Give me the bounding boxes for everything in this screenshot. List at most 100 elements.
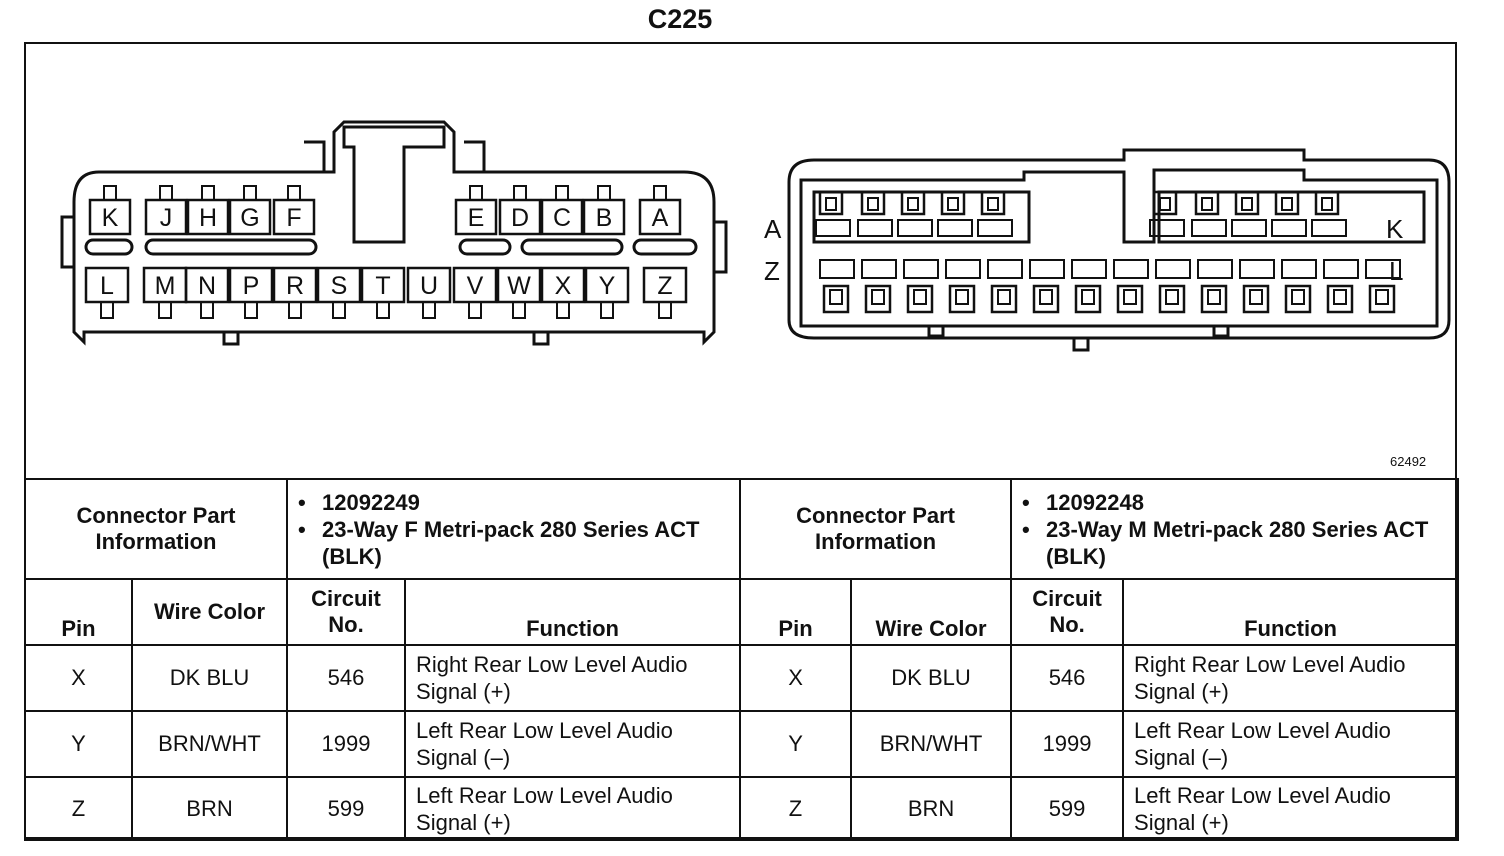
connector-title: C225 — [647, 4, 713, 34]
female-pin-m: M — [142, 266, 188, 319]
pin-label: C — [553, 204, 571, 232]
right-col-circuit: Circuit No. — [1010, 578, 1125, 646]
female-pin-n: N — [184, 266, 230, 319]
female-pin-k: K — [88, 185, 132, 236]
pin-label: Z — [657, 272, 672, 300]
male-cavity — [945, 259, 981, 314]
female-pin-x: X — [540, 266, 586, 319]
right-part-info: •12092248 •23-Way M Metri-pack 280 Serie… — [1010, 478, 1460, 580]
male-cavity — [937, 190, 973, 237]
left-circuit: 546 — [286, 644, 407, 712]
right-col-pin: Pin — [739, 578, 853, 646]
female-pin-u: U — [406, 266, 452, 319]
pin-label: U — [420, 272, 438, 300]
table-row: X DK BLU 546 Right Rear Low Level Audio … — [24, 644, 1460, 712]
female-pin-t: T — [360, 266, 406, 319]
right-col-wire: Wire Color — [850, 578, 1013, 646]
male-cavity — [903, 259, 939, 314]
right-circuit: 546 — [1010, 644, 1125, 712]
female-pin-w: W — [496, 266, 542, 319]
right-circuit: 599 — [1010, 776, 1125, 841]
left-circuit: 599 — [286, 776, 407, 841]
right-function: Right Rear Low Level Audio Signal (+) — [1122, 644, 1460, 712]
female-pin-y: Y — [584, 266, 630, 319]
male-cavity — [1155, 259, 1191, 314]
left-part-info: •12092249 •23-Way F Metri-pack 280 Serie… — [286, 478, 742, 580]
male-cavity — [1311, 190, 1347, 237]
male-cavity — [1281, 259, 1317, 314]
pin-label: E — [468, 204, 485, 232]
left-function: Left Rear Low Level Audio Signal (+) — [404, 776, 742, 841]
male-label-k: K — [1386, 214, 1404, 244]
pin-label: R — [286, 272, 304, 300]
female-pin-p: P — [228, 266, 274, 319]
table-row: Z BRN 599 Left Rear Low Level Audio Sign… — [24, 776, 1460, 841]
pin-label: V — [467, 272, 484, 300]
female-pin-a: A — [638, 185, 682, 236]
pin-label: B — [596, 204, 613, 232]
pin-label: N — [198, 272, 216, 300]
left-pin: X — [24, 644, 133, 712]
male-cavity — [1197, 259, 1233, 314]
left-col-circuit: Circuit No. — [286, 578, 407, 646]
pin-label: F — [286, 204, 301, 232]
male-cavity — [1149, 190, 1185, 237]
right-pin: X — [739, 644, 853, 712]
pin-label: P — [243, 272, 260, 300]
male-cavity — [987, 259, 1023, 314]
male-cavity — [1231, 190, 1267, 237]
male-label-a: A — [764, 214, 782, 244]
right-function: Left Rear Low Level Audio Signal (–) — [1122, 710, 1460, 778]
left-part-description: 23-Way F Metri-pack 280 Series ACT (BLK) — [322, 516, 700, 569]
right-wire: DK BLU — [850, 644, 1013, 712]
female-pin-l: L — [84, 266, 130, 319]
connector-table: Connector Part Information •12092249 •23… — [23, 478, 1460, 841]
female-pin-g: G — [228, 185, 272, 236]
male-cavity — [1113, 259, 1149, 314]
pin-label: Y — [599, 272, 616, 300]
right-part-number: 12092248 — [1046, 489, 1144, 515]
left-pin: Y — [24, 710, 133, 778]
right-wire: BRN — [850, 776, 1013, 841]
male-label-z: Z — [764, 256, 780, 286]
female-pin-b: B — [582, 185, 626, 236]
left-function: Left Rear Low Level Audio Signal (–) — [404, 710, 742, 778]
right-connector-header: Connector Part Information — [739, 478, 1013, 580]
female-pin-v: V — [452, 266, 498, 319]
figure-id: 62492 — [1390, 454, 1427, 469]
left-col-wire: Wire Color — [130, 578, 289, 646]
right-function: Left Rear Low Level Audio Signal (+) — [1122, 776, 1460, 841]
right-pin: Y — [739, 710, 853, 778]
male-cavity — [1191, 190, 1227, 237]
male-cavity — [1271, 190, 1307, 237]
right-col-function: Function — [1122, 578, 1460, 646]
female-pin-z: Z — [642, 266, 688, 319]
male-cavity — [815, 190, 851, 237]
left-wire: BRN — [130, 776, 289, 841]
pin-label: W — [507, 272, 531, 300]
pin-label: T — [375, 272, 390, 300]
right-wire: BRN/WHT — [850, 710, 1013, 778]
pin-label: D — [511, 204, 529, 232]
right-circuit: 1999 — [1010, 710, 1125, 778]
male-cavity — [897, 190, 933, 237]
female-pin-s: S — [316, 266, 362, 319]
pin-label: M — [155, 272, 176, 300]
female-connector-housing — [72, 120, 716, 346]
male-cavity — [1071, 259, 1107, 314]
male-cavity — [861, 259, 897, 314]
left-pin: Z — [24, 776, 133, 841]
male-connector-housing — [787, 148, 1451, 340]
pin-label: A — [652, 204, 669, 232]
pin-label: H — [199, 204, 217, 232]
left-col-pin: Pin — [24, 578, 133, 646]
male-cavity — [1323, 259, 1359, 314]
male-label-l: L — [1389, 256, 1403, 286]
male-cavity — [1239, 259, 1275, 314]
male-cavity — [1029, 259, 1065, 314]
right-part-description: 23-Way M Metri-pack 280 Series ACT (BLK) — [1046, 516, 1429, 569]
left-wire: BRN/WHT — [130, 710, 289, 778]
left-col-function: Function — [404, 578, 742, 646]
male-cavity — [819, 259, 855, 314]
